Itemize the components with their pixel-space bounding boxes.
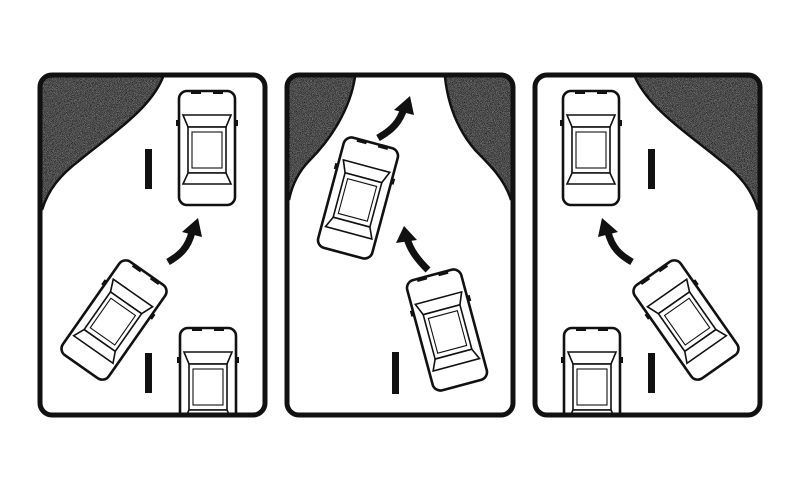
panel-middle xyxy=(284,72,516,418)
gravel-area-left xyxy=(42,77,163,210)
lane-marker xyxy=(648,149,655,189)
lane-marker xyxy=(648,353,655,393)
parked-car xyxy=(175,326,241,413)
parked-car xyxy=(558,89,624,207)
parked-car xyxy=(174,89,240,207)
lane-marker xyxy=(392,352,399,394)
parked-car xyxy=(559,326,625,413)
lane-marker xyxy=(145,149,152,189)
curved-arrow-icon xyxy=(166,231,196,266)
panel-left xyxy=(37,72,268,418)
gravel-area-right xyxy=(635,77,758,210)
curved-arrow-icon xyxy=(604,231,634,266)
gravel-area-middle-left xyxy=(289,77,355,200)
lane-marker xyxy=(145,353,152,393)
panel-right xyxy=(532,72,763,418)
